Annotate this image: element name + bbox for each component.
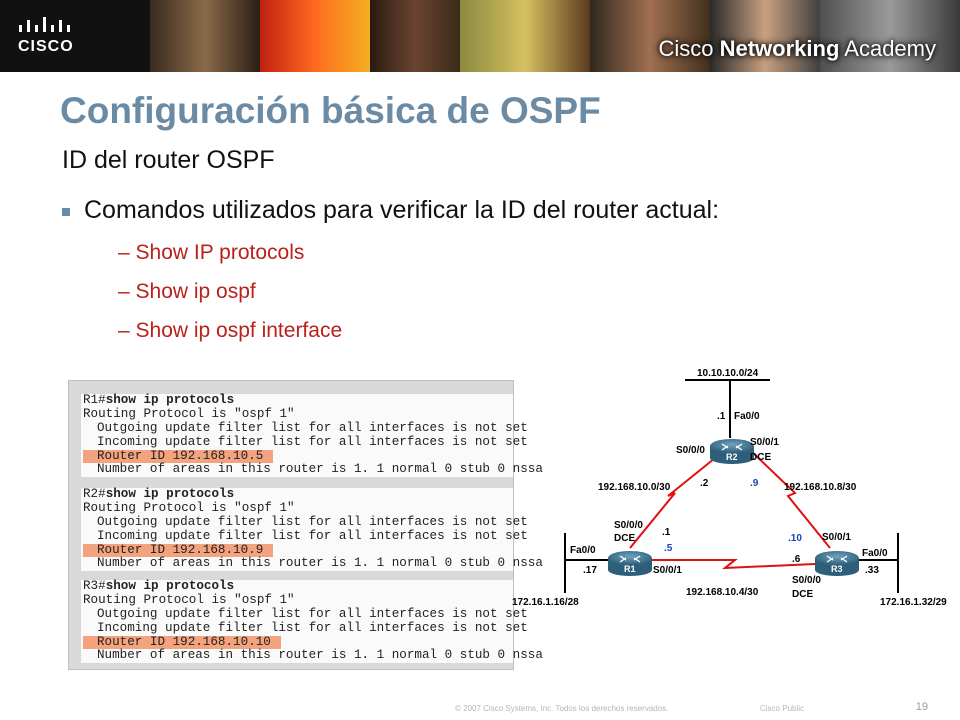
label-r2-host-left: .2 <box>700 478 709 489</box>
banner-photo <box>150 0 260 72</box>
label-r1-s000: S0/0/0 <box>614 520 643 531</box>
router-id-line: Router ID 192.168.10.10 <box>81 635 513 650</box>
label-r2-dce: DCE <box>750 452 771 463</box>
slide-title: Configuración básica de OSPF <box>60 90 601 131</box>
slide-subtitle: ID del router OSPF <box>62 146 275 174</box>
router-id-line: Router ID 192.168.10.5 <box>81 449 513 464</box>
terminal-block-r2: R2#show ip protocols Routing Protocol is… <box>81 487 543 572</box>
router-label-r2: R2 <box>726 452 738 462</box>
label-r3-dce: DCE <box>792 589 813 600</box>
banner-photo <box>460 0 590 72</box>
serial-link-r2-r3 <box>749 449 831 549</box>
terminal-output-panel: R1#show ip protocols Routing Protocol is… <box>68 380 543 670</box>
command-item: – Show ip ospf <box>118 280 256 303</box>
terminal-line: Number of areas in this router is 1. 1 n… <box>97 462 543 477</box>
label-r3-s000: S0/0/0 <box>792 575 821 586</box>
router-id-line: Router ID 192.168.10.9 <box>81 543 513 558</box>
network-label-r1-r2: 192.168.10.0/30 <box>598 482 671 493</box>
router-label-r3: R3 <box>831 564 843 574</box>
terminal-line: Outgoing update filter list for all inte… <box>97 420 528 435</box>
cisco-wordmark: CISCO <box>18 38 74 55</box>
page-number: 19 <box>915 701 928 713</box>
academy-word-academy: Academy <box>839 36 936 61</box>
bullet-text: Comandos utilizados para verificar la ID… <box>84 196 720 224</box>
terminal-line: Number of areas in this router is 1. 1 n… <box>97 648 543 663</box>
terminal-line: Number of areas in this router is 1. 1 n… <box>97 556 543 571</box>
label-r3-fa-host: .33 <box>865 565 879 576</box>
label-r1-s001: S0/0/1 <box>653 565 682 576</box>
academy-word-networking: Networking <box>719 36 840 61</box>
label-r3-host-up: .10 <box>788 533 802 544</box>
label-r2-s001: S0/0/1 <box>750 437 779 448</box>
network-label-top-lan: 10.10.10.0/24 <box>697 368 759 379</box>
networking-academy-logo: Cisco Networking Academy <box>658 36 936 62</box>
command-item: – Show IP protocols <box>118 241 305 264</box>
banner-photo <box>820 0 960 72</box>
terminal-block-r3: R3#show ip protocols Routing Protocol is… <box>81 579 543 664</box>
terminal-command-line: R3#show ip protocols <box>83 579 235 593</box>
terminal-line: Incoming update filter list for all inte… <box>97 434 528 449</box>
terminal-line: Routing Protocol is "ospf 1" <box>83 592 295 607</box>
terminal-line: Incoming update filter list for all inte… <box>97 620 528 635</box>
label-r3-fa: Fa0/0 <box>862 548 888 559</box>
command-list: – Show IP protocols – Show ip ospf – Sho… <box>118 238 342 355</box>
terminal-line: Routing Protocol is "ospf 1" <box>83 406 295 421</box>
banner-photo <box>370 0 460 72</box>
label-r1-host-right: .5 <box>664 543 673 554</box>
command-item: – Show ip ospf interface <box>118 319 343 342</box>
terminal-command-line: R2#show ip protocols <box>83 487 235 501</box>
terminal-line: Outgoing update filter list for all inte… <box>97 514 528 529</box>
label-r1-fa: Fa0/0 <box>570 545 596 556</box>
ospf-topology-diagram: R2 R1 R3 10.10.10.0/24 172.16.1.16/28 17… <box>512 368 947 608</box>
cisco-bars-icon <box>19 17 70 32</box>
banner-photo <box>260 0 370 72</box>
terminal-line: Incoming update filter list for all inte… <box>97 528 528 543</box>
router-r2: R2 <box>710 439 754 464</box>
label-r3-s001: S0/0/1 <box>822 532 851 543</box>
label-r2-fa: Fa0/0 <box>734 411 760 422</box>
router-r3: R3 <box>815 551 859 576</box>
label-r1-dce: DCE <box>614 533 635 544</box>
label-r3-host-left: .6 <box>792 554 801 565</box>
serial-link-r1-r3 <box>650 559 816 570</box>
router-label-r1: R1 <box>624 564 636 574</box>
serial-link-r1-r2 <box>629 449 726 549</box>
network-label-right-lan: 172.16.1.32/29 <box>880 597 947 608</box>
terminal-line: Outgoing update filter list for all inte… <box>97 606 528 621</box>
header-banner: CISCO Cisco Networking Academy <box>0 0 960 72</box>
label-r1-host-up: .1 <box>662 527 671 538</box>
label-r2-host-right: .9 <box>750 478 759 489</box>
label-r2-s000: S0/0/0 <box>676 445 705 456</box>
network-label-left-lan: 172.16.1.16/28 <box>512 597 579 608</box>
network-label-r1-r3: 192.168.10.4/30 <box>686 587 759 598</box>
terminal-command-line: R1#show ip protocols <box>83 393 235 407</box>
cisco-logo: CISCO <box>18 16 98 60</box>
router-r1: R1 <box>608 551 652 576</box>
terminal-block-r1: R1#show ip protocols Routing Protocol is… <box>81 393 543 478</box>
label-r1-fa-host: .17 <box>583 565 597 576</box>
banner-photo <box>710 0 820 72</box>
footer-copyright: © 2007 Cisco Systems, Inc. Todos los der… <box>455 704 669 713</box>
label-r2-fa-host: .1 <box>717 411 726 422</box>
square-bullet-icon <box>62 207 70 216</box>
network-label-r2-r3: 192.168.10.8/30 <box>784 482 857 493</box>
footer-classification: Cisco Public <box>760 704 805 713</box>
bullet-item: Comandos utilizados para verificar la ID… <box>62 196 719 225</box>
terminal-line: Routing Protocol is "ospf 1" <box>83 500 295 515</box>
academy-word-cisco: Cisco <box>658 36 720 61</box>
banner-photo <box>590 0 710 72</box>
